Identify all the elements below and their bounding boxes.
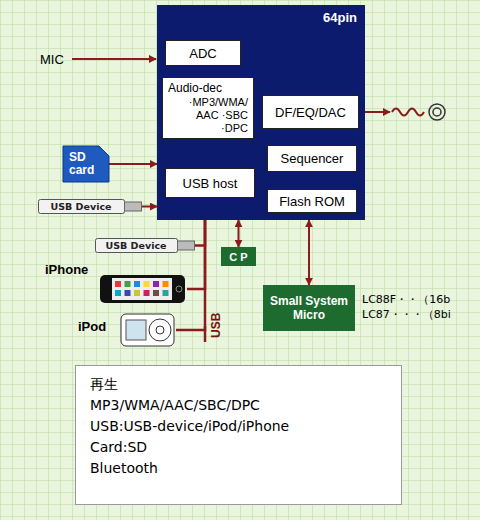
note-text: 再生 — [90, 374, 387, 395]
app-icon — [125, 281, 131, 287]
bus-name: USB — [209, 313, 223, 338]
app-icon — [163, 290, 169, 296]
output-arrow — [365, 111, 390, 113]
sd-card-body — [63, 146, 109, 182]
usb-bus-line — [176, 220, 205, 330]
sd-card-icon: SD card — [63, 146, 109, 182]
chip-pin-count: 64pin — [165, 10, 357, 25]
box-label: Audio-dec — [168, 81, 222, 96]
usb-plug — [125, 202, 142, 211]
note-text: USB:USB-device/iPod/iPhone — [90, 416, 387, 437]
usb-plug — [178, 241, 195, 250]
box-label: Small System Micro — [267, 294, 351, 322]
audio-wave — [392, 109, 424, 116]
click-wheel — [149, 319, 171, 341]
app-icon — [115, 290, 121, 296]
app-icon — [144, 290, 150, 296]
app-icon — [163, 281, 169, 287]
box-label: USB host — [183, 176, 238, 191]
function-box: ADC — [165, 40, 241, 66]
box-label: C P — [229, 251, 247, 263]
app-icon — [134, 290, 140, 296]
ipod-icon: iPod — [78, 312, 176, 348]
iphone-icon: iPhone — [45, 262, 187, 304]
ipod-picture — [120, 313, 175, 347]
connector-arrow — [142, 206, 157, 208]
double-arrow — [308, 220, 310, 285]
part-name: LC88F・・（16b — [362, 292, 450, 307]
part-name: LC87・・・（8bi — [362, 307, 451, 322]
home-button — [176, 286, 182, 292]
note-text: Bluetooth — [90, 458, 387, 479]
box-label: DF/EQ/DAC — [275, 105, 346, 120]
app-icon — [115, 281, 121, 287]
center-button — [156, 326, 164, 334]
function-box: Sequencer — [267, 145, 357, 172]
phone-body — [100, 275, 185, 303]
app-icon — [144, 281, 150, 287]
device-label: iPod — [78, 319, 176, 334]
note-text: Card:SD — [90, 437, 387, 458]
ipod-screen — [126, 320, 146, 340]
function-box: Flash ROM — [267, 189, 357, 213]
app-icon — [153, 290, 159, 296]
usb-stick-body — [96, 239, 178, 253]
signal-name: MIC — [40, 52, 64, 67]
cp-box: C P — [221, 247, 256, 266]
iphone-picture — [100, 275, 185, 303]
speaker-symbol — [433, 108, 441, 116]
ipod-body — [121, 314, 174, 346]
function-box: USB host — [165, 168, 255, 198]
usb-bus-line — [187, 220, 205, 289]
usb-bus-line — [195, 220, 205, 246]
usb-stick-body — [39, 200, 125, 214]
box-label: ·MP3/WMA/ AAC ·SBC ·DPC — [168, 96, 248, 135]
box-label: Flash ROM — [279, 194, 345, 209]
app-icon — [153, 281, 159, 287]
micro-box: Small System Micro — [263, 285, 355, 331]
note-box: 再生MP3/WMA/AAC/SBC/DPCUSB:USB-device/iPod… — [75, 365, 402, 505]
chip-block: ADC Audio-dec·MP3/WMA/ AAC ·SBC ·DPC DF/EQ… — [157, 5, 365, 220]
device-label: iPhone — [45, 262, 187, 277]
card-label: SD card — [69, 151, 105, 177]
app-icon — [134, 281, 140, 287]
connector-arrow — [109, 163, 157, 165]
usb-stick-icon: USB Device — [95, 238, 195, 253]
app-icon — [125, 290, 131, 296]
speaker-symbol — [429, 104, 445, 120]
double-arrow — [238, 220, 240, 247]
note-text: MP3/WMA/AAC/SBC/DPC — [90, 395, 387, 416]
phone-screen — [112, 278, 172, 300]
box-label: Sequencer — [281, 151, 344, 166]
function-box: DF/EQ/DAC — [262, 95, 359, 129]
device-label: USB Device — [51, 201, 112, 212]
decoder-box: Audio-dec·MP3/WMA/ AAC ·SBC ·DPC — [162, 77, 254, 139]
usb-stick-icon: USB Device — [38, 199, 142, 214]
box-label: ADC — [189, 46, 216, 61]
mic-arrow — [72, 58, 156, 60]
device-label: USB Device — [106, 240, 167, 251]
